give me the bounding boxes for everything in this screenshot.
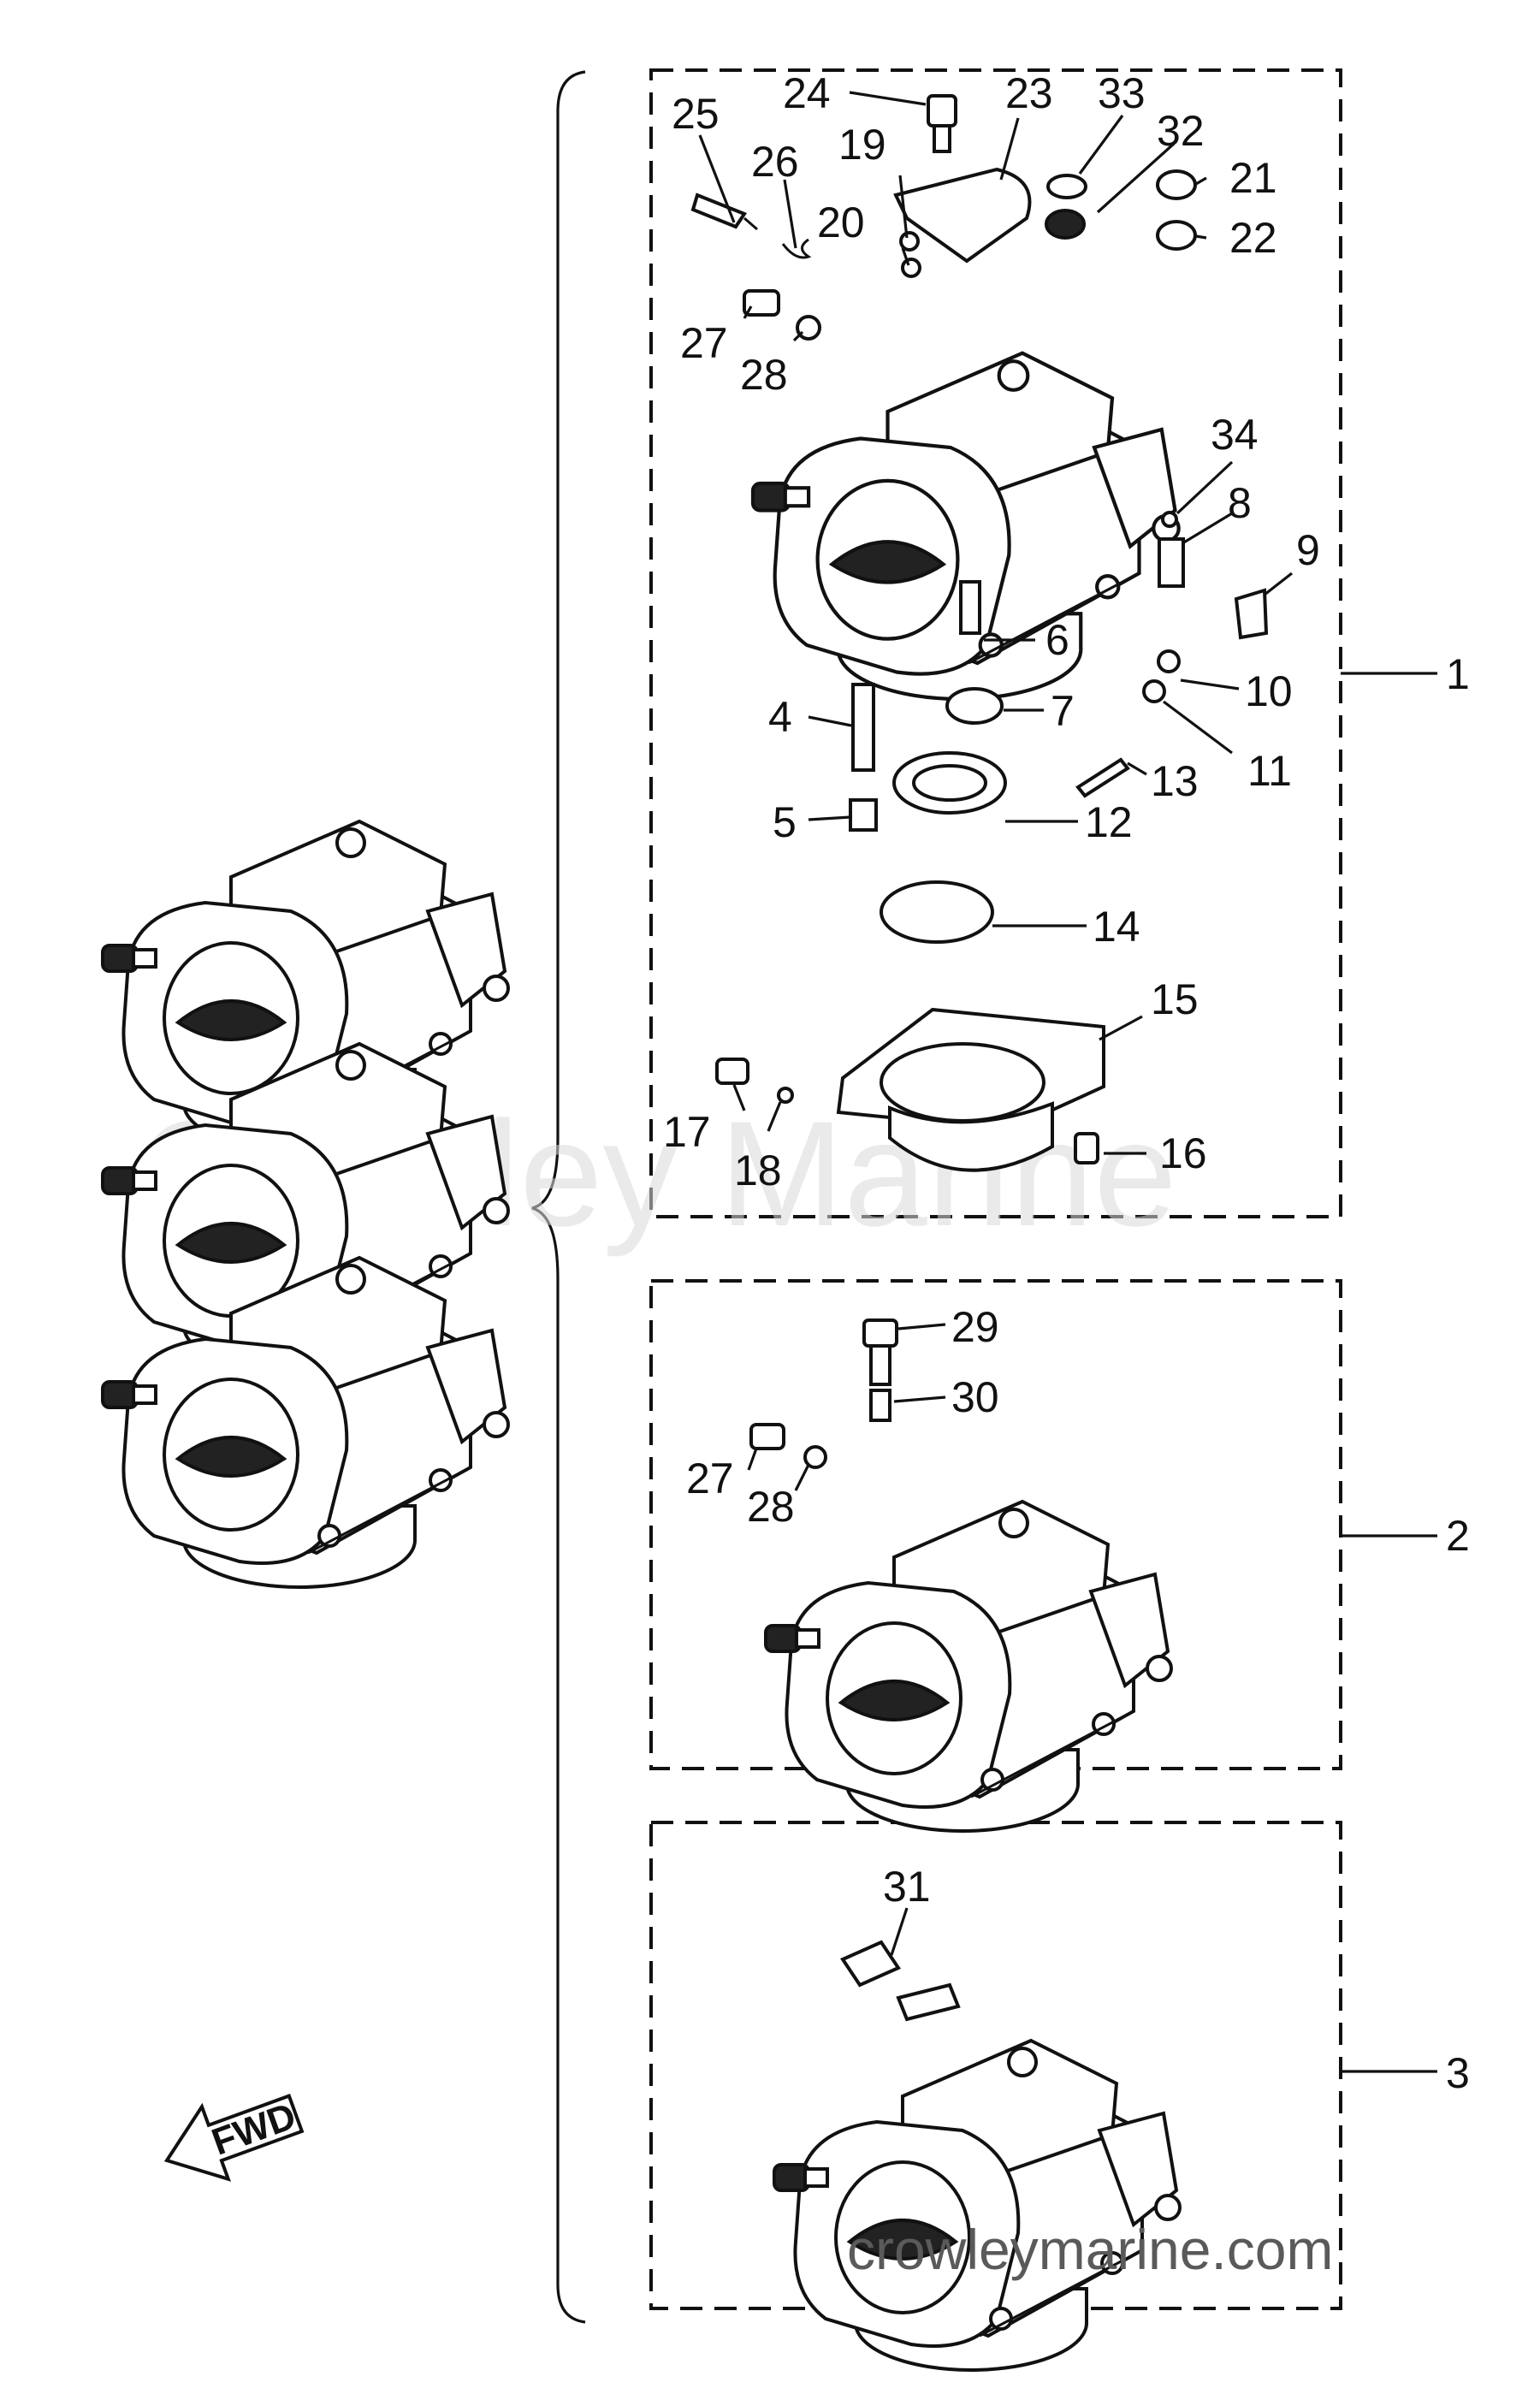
callout-6: 6 bbox=[1045, 616, 1069, 664]
group-brace bbox=[531, 70, 586, 2324]
group-label-2: 2 bbox=[1446, 1512, 1470, 1560]
callout-20: 20 bbox=[817, 199, 865, 246]
group-label-3: 3 bbox=[1446, 2049, 1470, 2097]
callout-31: 31 bbox=[883, 1863, 931, 1911]
fwd-label: FWD bbox=[206, 2095, 301, 2163]
carburetor-stack bbox=[101, 820, 510, 1589]
callout-8: 8 bbox=[1228, 479, 1252, 527]
callout-12: 12 bbox=[1085, 798, 1133, 846]
callout-27-group-2: 27 bbox=[686, 1455, 734, 1502]
callout-34: 34 bbox=[1211, 411, 1259, 459]
callout-9: 9 bbox=[1296, 526, 1320, 574]
callout-28-group-2: 28 bbox=[747, 1483, 795, 1531]
carburetor-group-2 bbox=[764, 1500, 1173, 1833]
group-3-parts bbox=[840, 1940, 961, 2022]
callout-23: 23 bbox=[1005, 69, 1053, 117]
callout-28-group-1: 28 bbox=[740, 351, 788, 399]
callout-11: 11 bbox=[1247, 747, 1292, 795]
callout-7: 7 bbox=[1051, 687, 1075, 735]
callout-19: 19 bbox=[838, 121, 886, 169]
group-2-parts bbox=[749, 1318, 898, 1469]
callout-27-group-1: 27 bbox=[680, 319, 728, 367]
callout-14: 14 bbox=[1093, 903, 1140, 951]
callout-5: 5 bbox=[773, 798, 797, 846]
site-url: crowleymarine.com bbox=[847, 2218, 1333, 2281]
callout-24: 24 bbox=[783, 69, 831, 117]
callout-labels: 24 23 33 25 19 32 26 21 20 22 27 28 34 8… bbox=[663, 69, 1320, 1911]
callout-32: 32 bbox=[1157, 107, 1205, 155]
fwd-arrow: FWD bbox=[163, 2094, 305, 2182]
carburetor-group-1 bbox=[753, 353, 1179, 699]
callout-33: 33 bbox=[1098, 69, 1146, 117]
callout-25: 25 bbox=[672, 90, 720, 138]
carburetor-group-3 bbox=[773, 2039, 1182, 2372]
callout-26: 26 bbox=[751, 138, 799, 186]
callout-21: 21 bbox=[1229, 154, 1277, 202]
callout-29: 29 bbox=[951, 1303, 999, 1351]
group-1-parts bbox=[690, 94, 1269, 1172]
leader-lines bbox=[698, 91, 1437, 2073]
callout-4: 4 bbox=[768, 693, 792, 741]
callout-17: 17 bbox=[663, 1108, 711, 1156]
callout-18: 18 bbox=[734, 1147, 782, 1194]
group-1-frame bbox=[649, 68, 1342, 1218]
group-label-1: 1 bbox=[1446, 650, 1470, 698]
callout-22: 22 bbox=[1229, 214, 1277, 262]
callout-10: 10 bbox=[1245, 667, 1293, 715]
callout-13: 13 bbox=[1151, 757, 1199, 805]
callout-30: 30 bbox=[951, 1373, 999, 1421]
callout-15: 15 bbox=[1151, 975, 1199, 1023]
callout-16: 16 bbox=[1159, 1129, 1207, 1177]
